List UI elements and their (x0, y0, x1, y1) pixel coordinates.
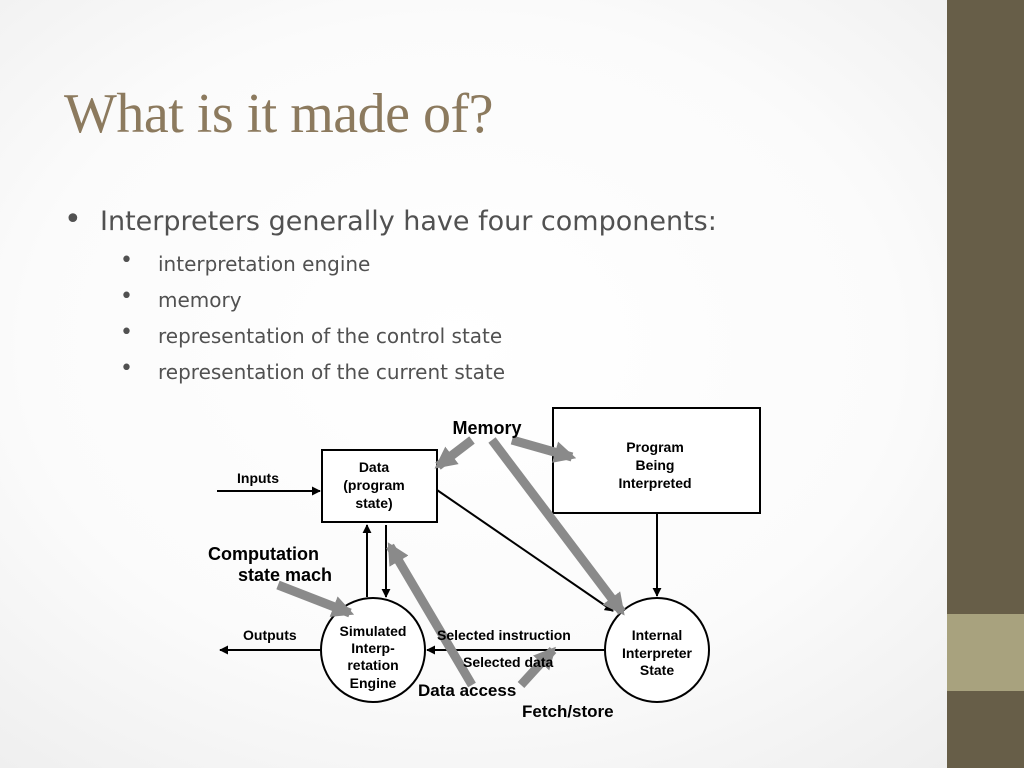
sub-bullet-item: • memory (64, 282, 717, 318)
sub-bullet-item: • interpretation engine (64, 246, 717, 282)
sub-bullet-text: representation of the control state (158, 324, 503, 348)
outputs-label: Outputs (243, 627, 297, 643)
computation-gray-arrow (276, 580, 355, 618)
fetch-store-gray-arrow (517, 646, 557, 689)
bullet-text: Interpreters generally have four compone… (100, 206, 717, 237)
program-box-line: Being (636, 457, 675, 473)
sub-bullet-text: memory (158, 288, 242, 312)
bullet-dot-icon: • (120, 356, 133, 381)
state-circle-line: State (640, 662, 674, 678)
fetch-store-label: Fetch/store (522, 702, 614, 721)
memory-to-state-gray-arrow (488, 437, 626, 616)
selected-data-label: Selected data (463, 654, 553, 670)
data-box-line: Data (359, 459, 390, 475)
program-box-line: Interpreted (618, 475, 691, 491)
state-circle-line: Internal (632, 627, 683, 643)
slide-title: What is it made of? (64, 83, 494, 145)
engine-circle-line: Engine (350, 675, 397, 691)
selected-instruction-label: Selected instruction (437, 627, 571, 643)
engine-circle-line: Interp- (351, 640, 395, 656)
sub-bullet-text: representation of the current state (158, 360, 506, 384)
engine-circle-line: retation (347, 657, 398, 673)
state-circle-line: Interpreter (622, 645, 693, 661)
bullet-list: • Interpreters generally have four compo… (64, 200, 717, 390)
state-circle (604, 597, 710, 703)
engine-circle-line: Simulated (340, 623, 407, 639)
data-box-line: (program (343, 477, 404, 493)
engine-circle (320, 597, 426, 703)
bullet-dot-icon: • (64, 202, 82, 237)
sub-bullet-text: interpretation engine (158, 252, 371, 276)
program-box-line: Program (626, 439, 684, 455)
bullet-item: • Interpreters generally have four compo… (64, 200, 717, 244)
sub-bullet-item: • representation of the current state (64, 354, 717, 390)
computation-label: Computation (208, 544, 319, 564)
data-access-gray-arrow (386, 542, 476, 688)
sub-bullet-item: • representation of the control state (64, 318, 717, 354)
memory-to-data-gray-arrow (434, 436, 475, 470)
data-box-line: state) (355, 495, 392, 511)
data-to-state-arrow (436, 489, 614, 612)
memory-to-program-gray-arrow (510, 435, 577, 463)
sub-bullet-list: • interpretation engine • memory • represen… (64, 246, 717, 390)
memory-label: Memory (452, 418, 521, 438)
data-access-label: Data access (418, 681, 516, 700)
bullet-dot-icon: • (120, 320, 133, 345)
computation-label: state mach (238, 565, 332, 585)
inputs-label: Inputs (237, 470, 279, 486)
bullet-dot-icon: • (120, 248, 133, 273)
data-box (321, 449, 438, 523)
bullet-dot-icon: • (120, 284, 133, 309)
sidebar-accent-block (947, 614, 1024, 691)
